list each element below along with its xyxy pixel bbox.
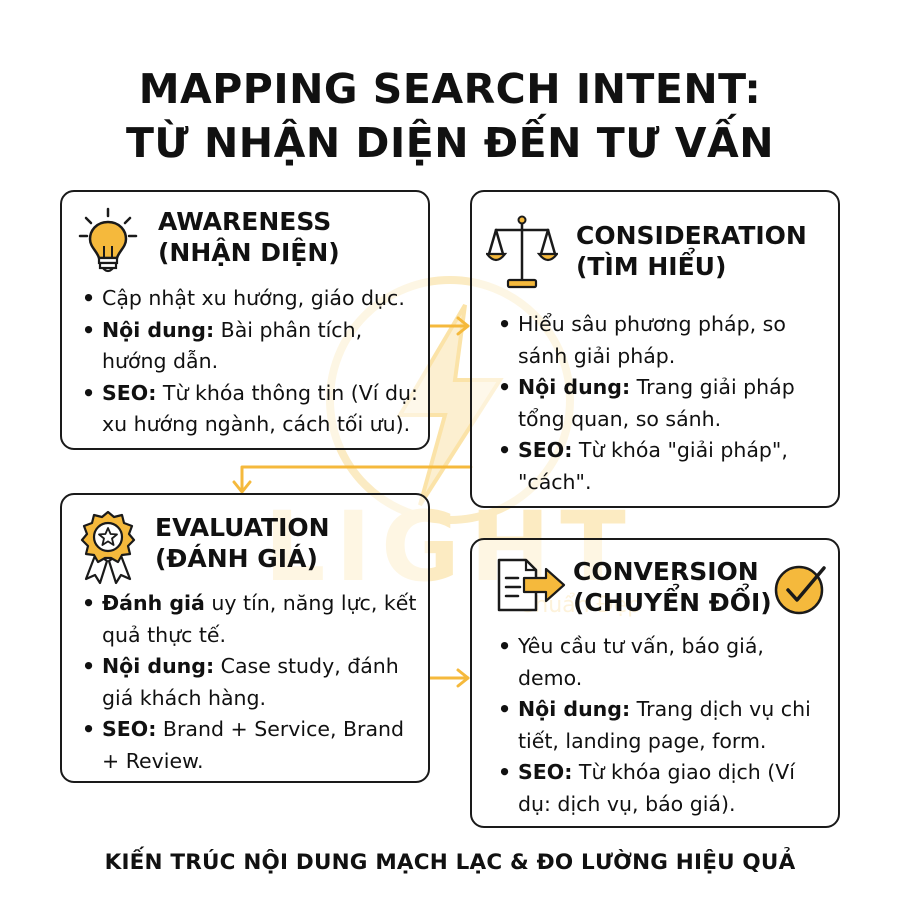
list-item: Nội dung: Trang dịch vụ chi tiết, landin… — [498, 694, 828, 757]
list-item: Cập nhật xu hướng, giáo dục. — [82, 283, 422, 315]
stage-subtitle: (CHUYỂN ĐỔI) — [573, 588, 772, 617]
list-item: Hiểu sâu phương pháp, so sánh giải pháp. — [498, 309, 816, 372]
card-awareness: AWARENESS (NHẬN DIỆN) Cập nhật xu hướng,… — [60, 190, 430, 450]
bullet-list: Hiểu sâu phương pháp, so sánh giải pháp.… — [498, 309, 816, 498]
stage-subtitle: (NHẬN DIỆN) — [158, 238, 340, 267]
stage-name: CONVERSION — [573, 557, 759, 586]
stage-subtitle: (ĐÁNH GIÁ) — [155, 544, 318, 573]
footer-caption: KIẾN TRÚC NỘI DUNG MẠCH LẠC & ĐO LƯỜNG H… — [104, 850, 796, 875]
stage-name: AWARENESS — [158, 207, 332, 236]
bullet-list: Yêu cầu tư vấn, báo giá, demo. Nội dung:… — [498, 631, 828, 820]
arrow-consideration-to-evaluation — [240, 465, 473, 492]
list-item: SEO: Brand + Service, Brand + Review. — [82, 714, 422, 777]
list-item: Nội dung: Bài phân tích, hướng dẫn. — [82, 315, 422, 378]
card-consideration: CONSIDERATION (TÌM HIỂU) Hiểu sâu phương… — [470, 190, 840, 508]
bullet-list: Đánh giá uy tín, năng lực, kết quả thực … — [82, 588, 422, 777]
document-arrow-icon — [497, 558, 566, 612]
card-evaluation: EVALUATION (ĐÁNH GIÁ) Đánh giá uy tín, n… — [60, 493, 430, 783]
award-badge-icon — [80, 510, 136, 585]
list-item: SEO: Từ khóa thông tin (Ví dụ: xu hướng … — [82, 378, 422, 441]
list-item: SEO: Từ khóa "giải pháp", "cách". — [498, 435, 816, 498]
lightbulb-icon — [78, 207, 138, 273]
scales-icon — [486, 215, 558, 289]
bullet-list: Cập nhật xu hướng, giáo dục. Nội dung: B… — [82, 283, 422, 441]
list-item: Yêu cầu tư vấn, báo giá, demo. — [498, 631, 828, 694]
list-item: Nội dung: Trang giải pháp tổng quan, so … — [498, 372, 816, 435]
stage-name: EVALUATION — [155, 513, 330, 542]
check-circle-icon — [774, 565, 826, 615]
page-title-line1: MAPPING SEARCH INTENT: — [138, 65, 762, 113]
list-item: SEO: Từ khóa giao dịch (Ví dụ: dịch vụ, … — [498, 757, 828, 820]
list-item: Đánh giá uy tín, năng lực, kết quả thực … — [82, 588, 422, 651]
stage-name: CONSIDERATION — [576, 221, 807, 250]
card-conversion: CONVERSION (CHUYỂN ĐỔI) Yêu cầu tư vấn, … — [470, 538, 840, 828]
page-title-line2: TỪ NHẬN DIỆN ĐẾN TƯ VẤN — [125, 119, 775, 167]
stage-subtitle: (TÌM HIỂU) — [576, 252, 727, 281]
list-item: Nội dung: Case study, đánh giá khách hàn… — [82, 651, 422, 714]
